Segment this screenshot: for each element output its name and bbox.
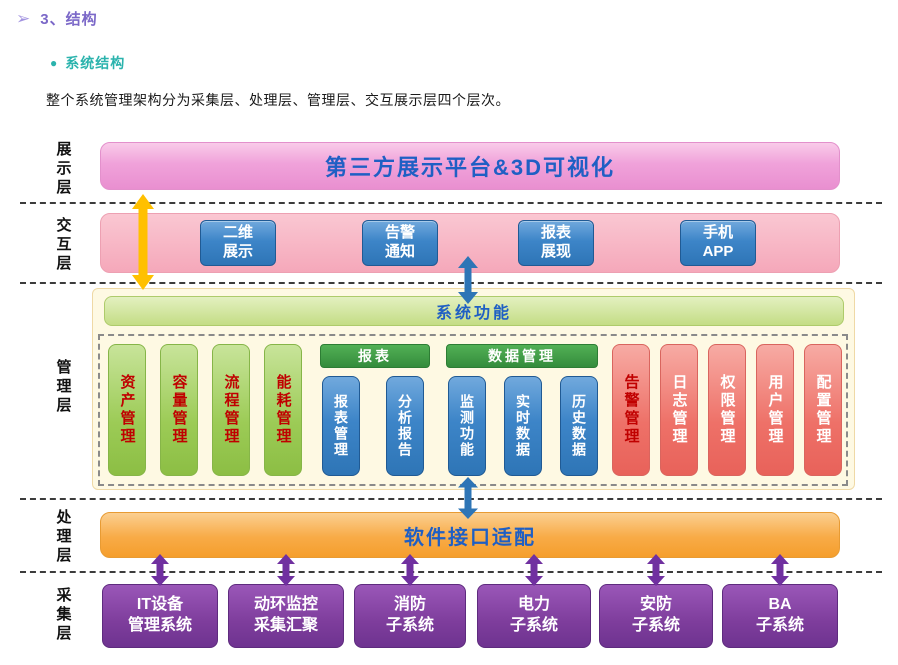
interaction-button-report-display: 报表 展现 (518, 220, 594, 266)
page-title: 3、结构 (40, 11, 98, 28)
dashed-separator-3 (20, 498, 882, 500)
admin-box-config: 配置管理 (804, 344, 842, 476)
interaction-button-alarm-notify: 告警 通知 (362, 220, 438, 266)
admin-box-log: 日志管理 (660, 344, 698, 476)
layer-label-collection: 采集层 (54, 586, 72, 644)
interaction-button-mobile-app: 手机 APP (680, 220, 756, 266)
collection-box-fire: 消防 子系统 (354, 584, 466, 648)
layer-label-processing: 处理层 (54, 508, 72, 566)
collection-box-it-device: IT设备 管理系统 (102, 584, 218, 648)
bullet-icon: ● (50, 56, 58, 70)
data-item-monitor: 监测功能 (448, 376, 486, 476)
layer-label-management: 管理层 (54, 358, 72, 416)
admin-box-alarm: 告警管理 (612, 344, 650, 476)
display-bar-title: 第三方展示平台&3D可视化 (324, 155, 615, 180)
data-item-history: 历史数据 (560, 376, 598, 476)
layer-label-display: 展示层 (54, 140, 72, 198)
layer-label-interaction: 交互层 (54, 216, 72, 274)
purple-double-arrow-icon-1 (151, 554, 169, 586)
purple-double-arrow-icon-3 (401, 554, 419, 586)
report-item-report-manage: 报表管理 (322, 376, 360, 476)
function-box-energy: 能耗管理 (264, 344, 302, 476)
purple-double-arrow-icon-6 (771, 554, 789, 586)
subsection-title: 系统结构 (65, 55, 126, 71)
intro-text: 整个系统管理架构分为采集层、处理层、管理层、交互展示层四个层次。 (46, 92, 510, 108)
function-box-asset: 资产管理 (108, 344, 146, 476)
collection-box-env-monitor: 动环监控 采集汇聚 (228, 584, 344, 648)
dashed-separator-1 (20, 202, 882, 204)
purple-double-arrow-icon-4 (525, 554, 543, 586)
dashed-separator-4 (20, 571, 882, 573)
report-item-analysis: 分析报告 (386, 376, 424, 476)
data-group-header: 数据管理 (446, 344, 598, 368)
purple-double-arrow-icon-5 (647, 554, 665, 586)
section-heading: ➢ 3、结构 (16, 8, 98, 29)
interaction-button-2d-display: 二维 展示 (200, 220, 276, 266)
purple-double-arrow-icon-2 (277, 554, 295, 586)
blue-double-arrow-bottom-icon (458, 477, 478, 519)
collection-box-power: 电力 子系统 (477, 584, 591, 648)
display-layer-bar: 第三方展示平台&3D可视化 (100, 142, 840, 190)
admin-box-permission: 权限管理 (708, 344, 746, 476)
collection-box-ba: BA 子系统 (722, 584, 838, 648)
collection-box-security: 安防 子系统 (599, 584, 713, 648)
report-group-header: 报表 (320, 344, 430, 368)
heading-arrow-icon: ➢ (16, 9, 31, 28)
blue-double-arrow-top-icon (458, 256, 478, 304)
yellow-double-arrow-icon (132, 194, 154, 290)
processing-layer-bar: 软件接口适配 (100, 512, 840, 558)
function-box-process: 流程管理 (212, 344, 250, 476)
section-subheading: ● 系统结构 (50, 53, 125, 73)
dashed-separator-2 (20, 282, 882, 284)
admin-box-user: 用户管理 (756, 344, 794, 476)
function-box-capacity: 容量管理 (160, 344, 198, 476)
data-item-realtime: 实时数据 (504, 376, 542, 476)
